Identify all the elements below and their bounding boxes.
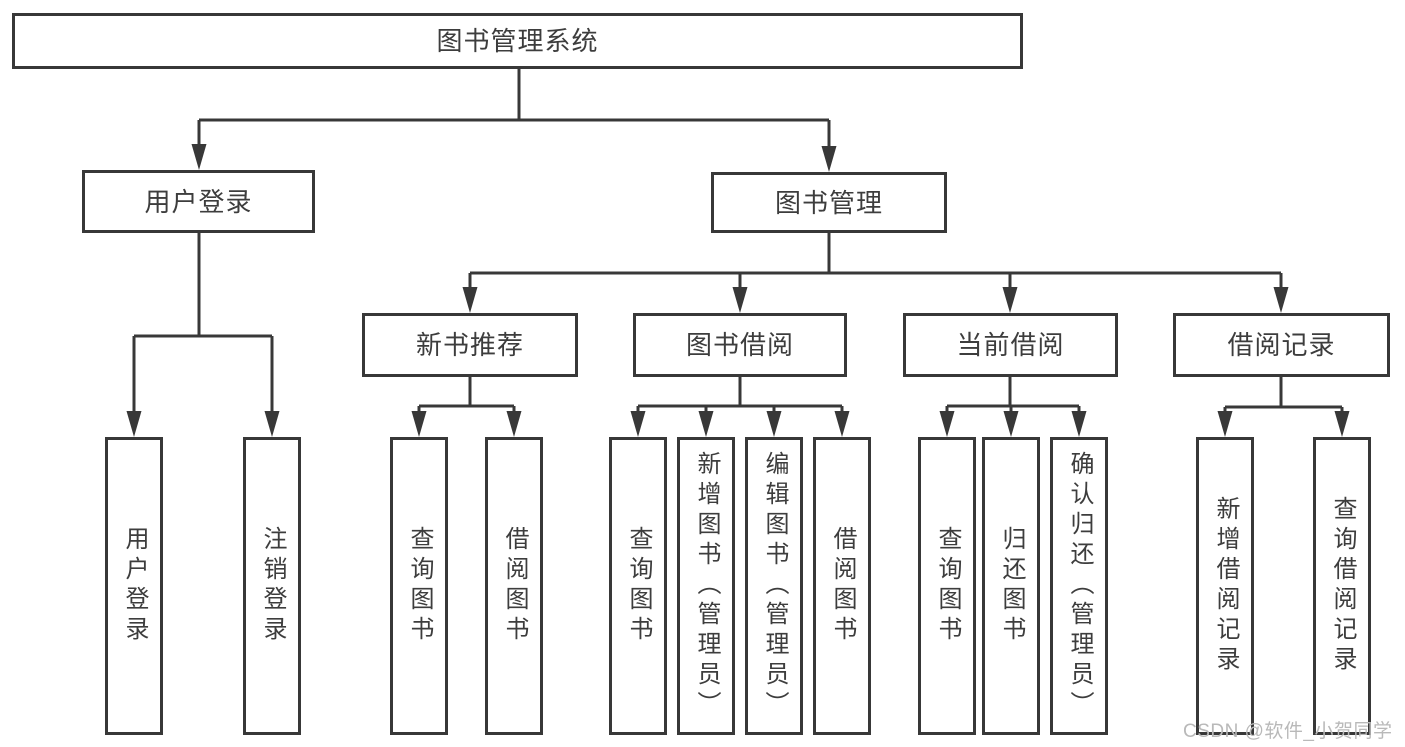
tree-edges <box>132 69 1344 415</box>
arrowhead-icons <box>126 144 1350 437</box>
leaf-logout: 注销登录 <box>243 437 301 735</box>
leaf-query-books-recommend: 查询图书 <box>390 437 448 735</box>
leaf-add-borrow-record: 新增借阅记录 <box>1196 437 1254 735</box>
leaf-query-books-current: 查询图书 <box>918 437 976 735</box>
node-new-book-recommendation: 新书推荐 <box>362 313 578 377</box>
leaf-query-borrow-record: 查询借阅记录 <box>1313 437 1371 735</box>
node-book-borrowing: 图书借阅 <box>633 313 847 377</box>
node-user-login: 用户登录 <box>82 170 315 233</box>
node-current-borrowing: 当前借阅 <box>903 313 1118 377</box>
node-library-management-system: 图书管理系统 <box>12 13 1023 69</box>
node-borrowing-records: 借阅记录 <box>1173 313 1390 377</box>
leaf-borrow-books-recommend: 借阅图书 <box>485 437 543 735</box>
leaf-return-books: 归还图书 <box>982 437 1040 735</box>
leaf-query-books-borrow: 查询图书 <box>609 437 667 735</box>
leaf-edit-books-admin: 编辑图书（管理员） <box>745 437 803 735</box>
leaf-user-login: 用户登录 <box>105 437 163 735</box>
leaf-borrow-books: 借阅图书 <box>813 437 871 735</box>
node-book-management: 图书管理 <box>711 172 947 233</box>
leaf-add-books-admin: 新增图书（管理员） <box>677 437 735 735</box>
leaf-confirm-return-admin: 确认归还（管理员） <box>1050 437 1108 735</box>
csdn-watermark: CSDN @软件_小贺同学 <box>1183 721 1393 742</box>
